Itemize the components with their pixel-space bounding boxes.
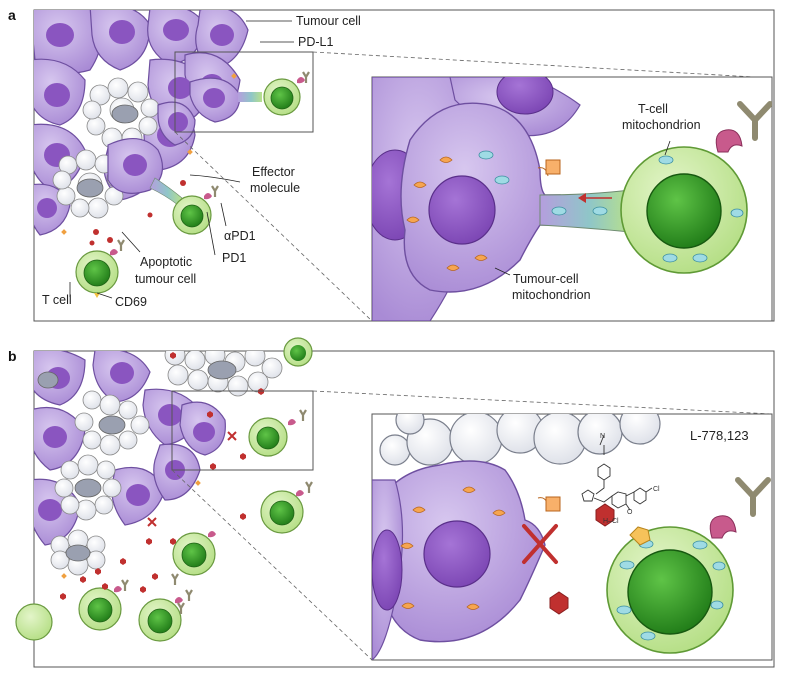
- inset-marker-b: [171, 390, 314, 471]
- zoom-content-b: N O Cl H–Cl L-778,123: [372, 414, 771, 660]
- label-effector-line1: Effector: [252, 165, 295, 179]
- inhibitor-hexagon-2: [549, 591, 569, 615]
- label-apoptotic-line2: tumour cell: [135, 272, 196, 286]
- structure-n-label: N: [600, 433, 605, 440]
- panel-b: b: [8, 337, 775, 668]
- t-cell-a3: [75, 239, 125, 298]
- t-cells-b: [15, 337, 313, 642]
- zoom-content-a: [372, 77, 772, 321]
- label-t-cell: T cell: [42, 293, 72, 307]
- compound-name: L-778,123: [690, 428, 749, 443]
- antibodies-b: [121, 409, 313, 614]
- label-tumour-mito-line2: mitochondrion: [512, 288, 591, 302]
- pd1-markers-b: [114, 419, 304, 604]
- apoptotic-cells-b: [50, 351, 283, 576]
- t-cell-a2: [172, 185, 219, 235]
- l778123-structure: [581, 434, 653, 511]
- label-pd1: PD1: [222, 251, 246, 265]
- inhibitor-hexagon-1: [595, 503, 615, 527]
- label-tumour-mito-line1: Tumour-cell: [513, 272, 579, 286]
- tumour-mass-b: [34, 351, 283, 576]
- label-apoptotic-line1: Apoptotic: [140, 255, 192, 269]
- effector-molecules-a: [89, 180, 186, 246]
- tumour-mitochondria-b: [400, 486, 506, 610]
- tcell-mitochondria-a: [478, 150, 744, 263]
- label-apd1: αPD1: [224, 229, 256, 243]
- blocked-transfer-cross: [522, 524, 558, 564]
- panel-a: a: [8, 7, 775, 322]
- structure-hcl-label: H–Cl: [603, 518, 619, 525]
- tumour-mass-a: [34, 10, 262, 236]
- pd-l1-marker: [231, 73, 237, 79]
- label-effector-line2: molecule: [250, 181, 300, 195]
- label-tumour-cell: Tumour cell: [296, 14, 361, 28]
- effector-inhibitors-b: [60, 352, 264, 600]
- label-tcell-mito-line1: T-cell: [638, 102, 668, 116]
- panel-b-letter: b: [8, 348, 17, 364]
- t-cell-a1: [263, 71, 310, 116]
- antibody-zoom-a: [737, 101, 772, 141]
- panel-a-letter: a: [8, 7, 16, 23]
- label-pd-l1: PD-L1: [298, 35, 333, 49]
- structure-o-label: O: [627, 509, 633, 516]
- tumour-mitochondria-a: [406, 156, 488, 271]
- pd-l1-zoom-a: [545, 159, 561, 175]
- inset-marker-a: [174, 51, 314, 133]
- label-tcell-mito-line2: mitochondrion: [622, 118, 701, 132]
- label-cd69: CD69: [115, 295, 147, 309]
- structure-cl-label: Cl: [653, 486, 660, 493]
